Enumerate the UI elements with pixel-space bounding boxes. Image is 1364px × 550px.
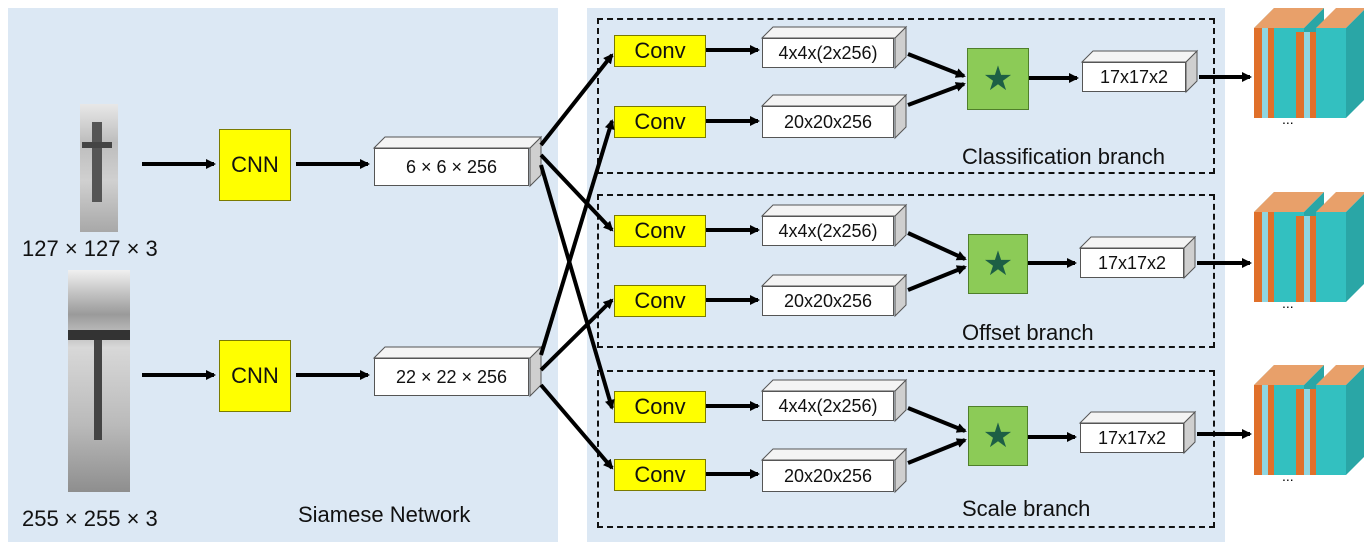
cnn-block-search: CNN	[219, 340, 291, 412]
conv-block-scale-kernel: Conv	[614, 391, 706, 423]
offset-branch-box	[597, 194, 1215, 348]
off-output-cube: 17x17x2	[1080, 248, 1184, 278]
cnn-block-template: CNN	[219, 129, 291, 201]
scale-kernel-cube: 4x4x(2x256)	[762, 391, 894, 421]
cls-output-cube: 17x17x2	[1082, 62, 1186, 92]
off-search-cube: 20x20x256	[762, 286, 894, 316]
search-image	[68, 270, 130, 492]
scale-branch-label: Scale branch	[962, 496, 1091, 521]
star-icon: ★	[982, 60, 1014, 98]
conv-block-scale-search: Conv	[614, 459, 706, 491]
conv-block-off-kernel: Conv	[614, 215, 706, 247]
star-icon: ★	[982, 417, 1014, 455]
offset-branch-label: Offset branch	[962, 320, 1094, 345]
scale-output-cube: 17x17x2	[1080, 423, 1184, 453]
template-feature-cube: 6 × 6 × 256	[374, 148, 529, 186]
svg-text:...: ...	[1282, 295, 1294, 311]
feature-map-stack-icon: ... ...	[1254, 8, 1364, 484]
svg-text:...: ...	[1282, 468, 1294, 484]
off-kernel-cube: 4x4x(2x256)	[762, 216, 894, 246]
template-dims-label: 127 × 127 × 3	[22, 236, 158, 261]
conv-block-cls-kernel: Conv	[614, 35, 706, 67]
conv-block-off-search: Conv	[614, 285, 706, 317]
cls-kernel-cube: 4x4x(2x256)	[762, 38, 894, 68]
classification-branch-box	[597, 18, 1215, 174]
search-feature-cube: 22 × 22 × 256	[374, 358, 529, 396]
star-icon: ★	[982, 245, 1014, 283]
cls-xcorr-block: ★	[967, 48, 1029, 110]
scale-xcorr-block: ★	[968, 406, 1028, 466]
conv-block-cls-search: Conv	[614, 106, 706, 138]
scale-search-cube: 20x20x256	[762, 460, 894, 492]
classification-branch-label: Classification branch	[962, 144, 1165, 169]
siamese-network-label: Siamese Network	[298, 502, 471, 527]
template-image	[80, 104, 118, 232]
svg-text:...: ...	[1282, 111, 1294, 127]
off-xcorr-block: ★	[968, 234, 1028, 294]
search-dims-label: 255 × 255 × 3	[22, 506, 158, 531]
